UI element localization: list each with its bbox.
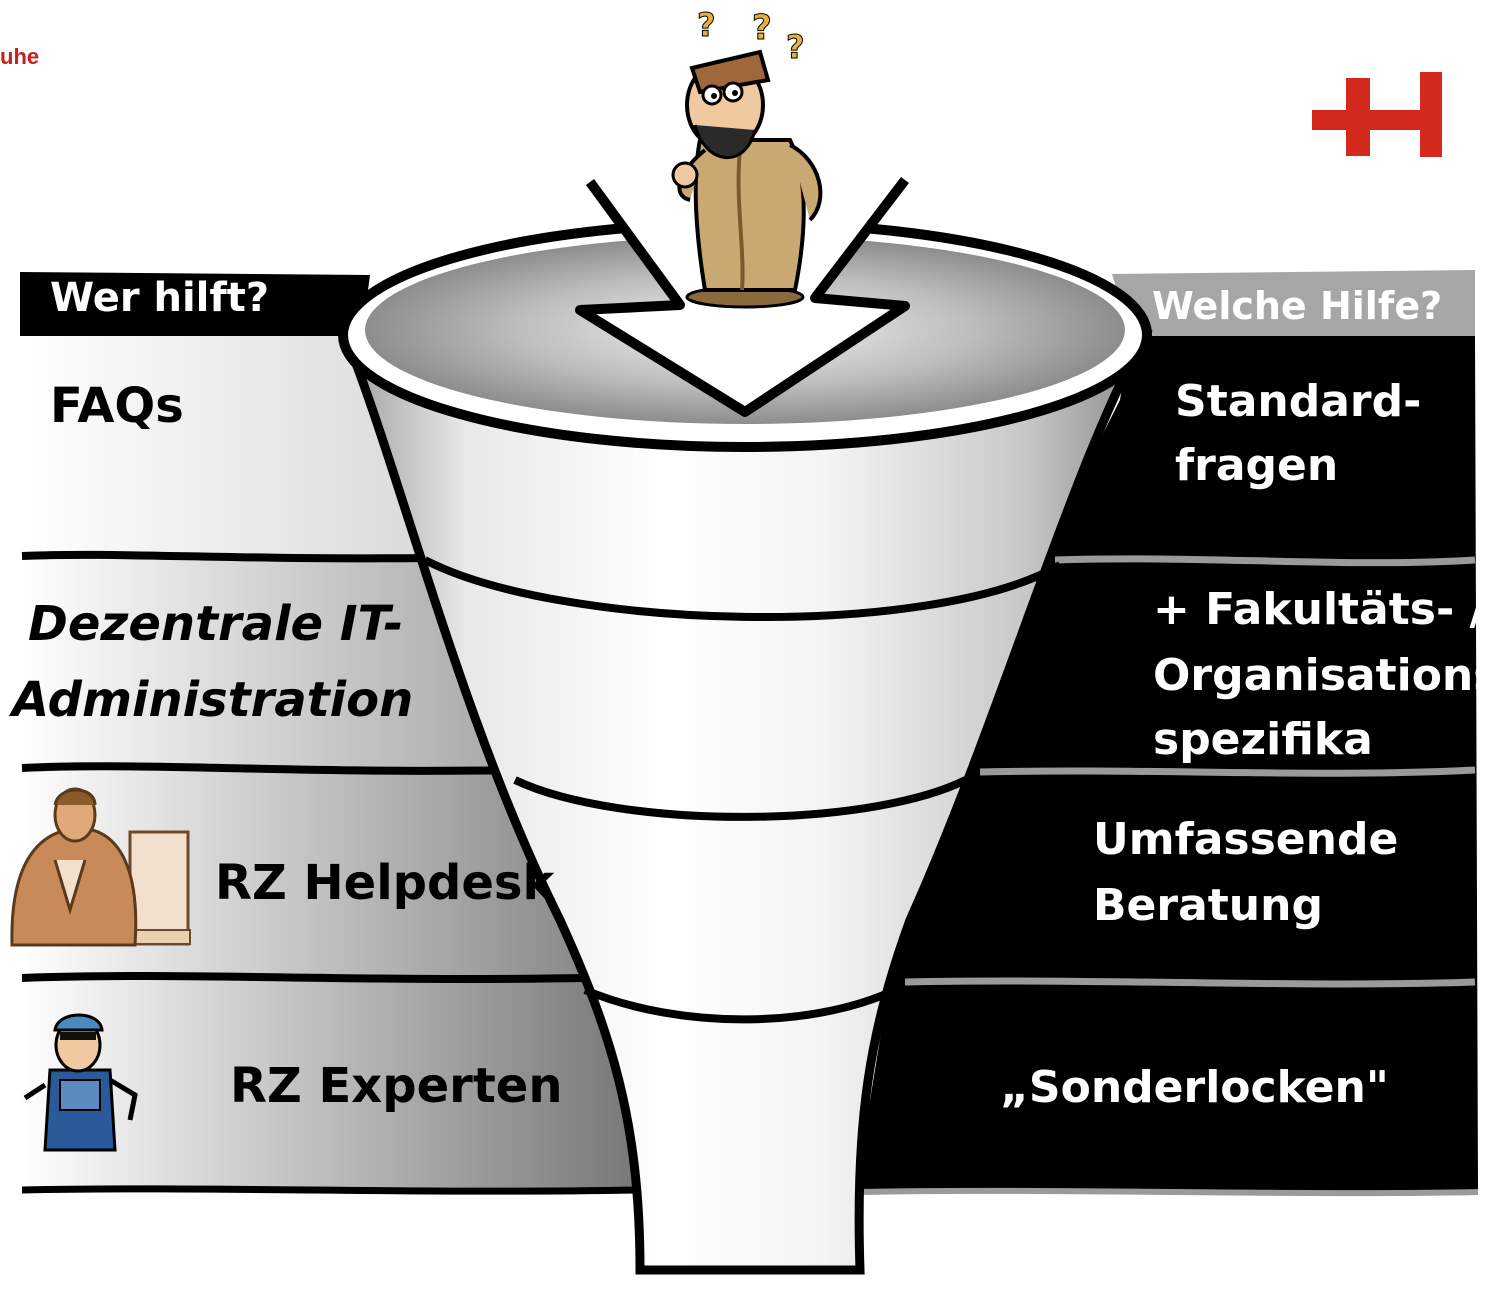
level-2-help-line1: + Fakultäts- /: [1153, 584, 1485, 635]
level-1-help-line1: Standard-: [1175, 376, 1422, 427]
question-mark-2: ?: [752, 8, 773, 49]
left-header-bar: [20, 272, 370, 336]
level-1-who: FAQs: [50, 378, 184, 434]
level-4-who: RZ Experten: [230, 1058, 563, 1114]
level-4-help-line1: „Sonderlocken": [1000, 1062, 1389, 1113]
level-3-help-line1: Umfassende: [1093, 814, 1399, 865]
mechanic-icon: [23, 1013, 138, 1152]
confused-man-icon: [671, 49, 823, 309]
left-header: Wer hilft?: [50, 275, 270, 321]
brand-logo-icon: [1312, 72, 1442, 157]
right-header: Welche Hilfe?: [1152, 284, 1443, 328]
right-header-bar: [1112, 270, 1475, 336]
level-3-help-line2: Beratung: [1093, 880, 1323, 931]
computer-user-icon: [10, 787, 191, 947]
level-2-who-line1: Dezentrale IT-: [28, 596, 404, 652]
question-mark-3: ?: [786, 28, 806, 67]
level-2-help-line3: spezifika: [1153, 714, 1373, 765]
brand-fragment: uhe: [0, 44, 40, 69]
level-1-help-line2: fragen: [1175, 440, 1339, 491]
level-2-help-line2: Organisations-: [1153, 650, 1485, 701]
level-3-who: RZ Helpdesk: [215, 855, 555, 911]
level-2-who-line2: Administration: [12, 672, 414, 728]
question-mark-1: ?: [697, 6, 717, 45]
